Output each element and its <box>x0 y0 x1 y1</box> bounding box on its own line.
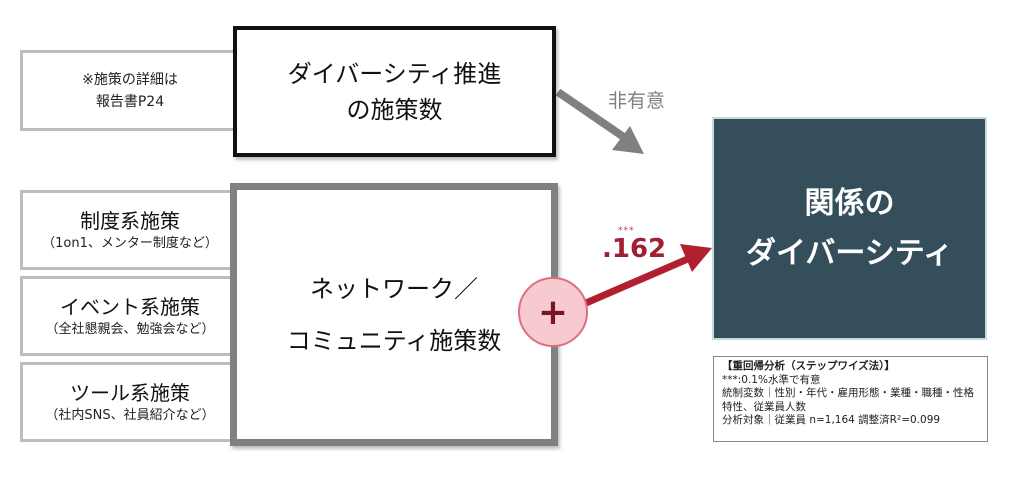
diversity-measures-line-2: の施策数 <box>346 95 443 124</box>
note-line-1: ※施策の詳細は <box>82 71 178 88</box>
stats-sample: 分析対象｜従業員 n=1,164 調整済R²=0.099 <box>722 414 941 426</box>
category-examples: （社内SNS、社員紹介など） <box>45 408 215 423</box>
network-measures-box: ネットワーク／ コミュニティ施策数 <box>230 183 558 446</box>
stats-significance: ***:0.1%水準で有意 <box>722 373 821 386</box>
outcome-line-1: 関係の <box>804 185 895 221</box>
category-tool: ツール系施策 （社内SNS、社員紹介など） <box>20 362 240 442</box>
stats-header: 【重回帰分析（ステップワイズ法）】 <box>722 360 895 372</box>
category-institutional: 制度系施策 （1on1、メンター制度など） <box>20 190 240 270</box>
coefficient-value: .162 <box>602 234 667 264</box>
plus-symbol: + <box>537 291 569 333</box>
category-title: 制度系施策 <box>80 209 180 233</box>
nonsignificant-label: 非有意 <box>608 90 666 112</box>
diversity-measures-line-1: ダイバーシティ推進 <box>287 59 502 88</box>
network-measures-line-2: コミュニティ施策数 <box>286 326 502 355</box>
category-title: ツール系施策 <box>70 381 190 405</box>
diversity-measures-box: ダイバーシティ推進 の施策数 <box>233 26 556 157</box>
category-examples: （1on1、メンター制度など） <box>42 236 218 251</box>
nonsignificant-arrow <box>555 88 644 154</box>
regression-stats-box: 【重回帰分析（ステップワイズ法）】 ***:0.1%水準で有意 統制変数｜性別・… <box>713 356 988 442</box>
details-note-box: ※施策の詳細は 報告書P24 <box>20 50 240 131</box>
note-line-2: 報告書P24 <box>95 93 165 110</box>
outcome-box: 関係の ダイバーシティ <box>712 117 987 340</box>
category-title: イベント系施策 <box>60 295 200 319</box>
positive-effect-arrow <box>584 244 712 307</box>
category-event: イベント系施策 （全社懇親会、勉強会など） <box>20 276 240 356</box>
network-measures-line-1: ネットワーク／ <box>310 274 478 303</box>
category-examples: （全社懇親会、勉強会など） <box>45 322 215 337</box>
outcome-line-2: ダイバーシティ <box>746 235 953 271</box>
stats-controls: 統制変数｜性別・年代・雇用形態・業種・職種・性格特性、従業員人数 <box>722 387 974 413</box>
plus-icon: + <box>518 277 588 347</box>
significance-stars: *** <box>618 226 635 236</box>
